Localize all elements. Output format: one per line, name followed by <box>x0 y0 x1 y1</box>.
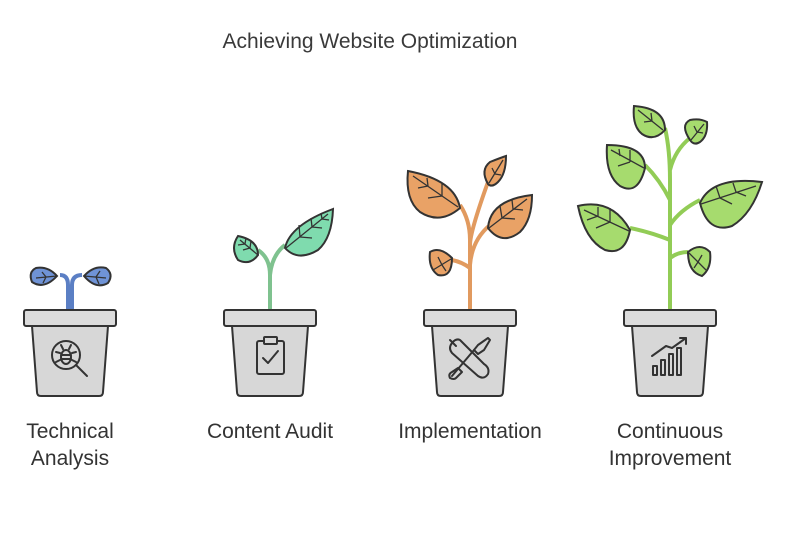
leaf <box>698 179 764 229</box>
diagram-title: Achieving Website Optimization <box>222 30 518 53</box>
flower-pot <box>223 309 317 397</box>
wrench-screwdriver-icon <box>448 337 491 380</box>
stage-label-implementation: Implementation <box>398 420 542 443</box>
plant-seedling <box>29 266 112 310</box>
stage-label-technical-analysis: Technical Analysis <box>26 420 114 470</box>
leaf <box>283 207 335 257</box>
growth-chart-icon <box>651 337 687 376</box>
leaf <box>82 266 112 287</box>
leaf <box>406 169 462 219</box>
plant-mature <box>576 104 764 310</box>
stage-implementation <box>406 154 534 397</box>
leaf <box>486 193 534 239</box>
plant-young <box>406 154 534 310</box>
stage-label-content-audit: Content Audit <box>206 420 334 443</box>
leaf <box>686 246 712 278</box>
clipboard-check-icon <box>256 336 285 375</box>
stage-content-audit <box>223 207 335 397</box>
bug-magnifier-icon <box>51 340 88 377</box>
leaf <box>605 143 647 190</box>
plant-sprout <box>233 207 335 310</box>
stage-continuous-improvement <box>576 104 764 397</box>
leaf <box>29 266 59 286</box>
stage-label-continuous-improvement: Continuous Improvement <box>608 420 732 470</box>
stage-technical-analysis <box>23 266 117 397</box>
flower-pot <box>423 309 517 397</box>
